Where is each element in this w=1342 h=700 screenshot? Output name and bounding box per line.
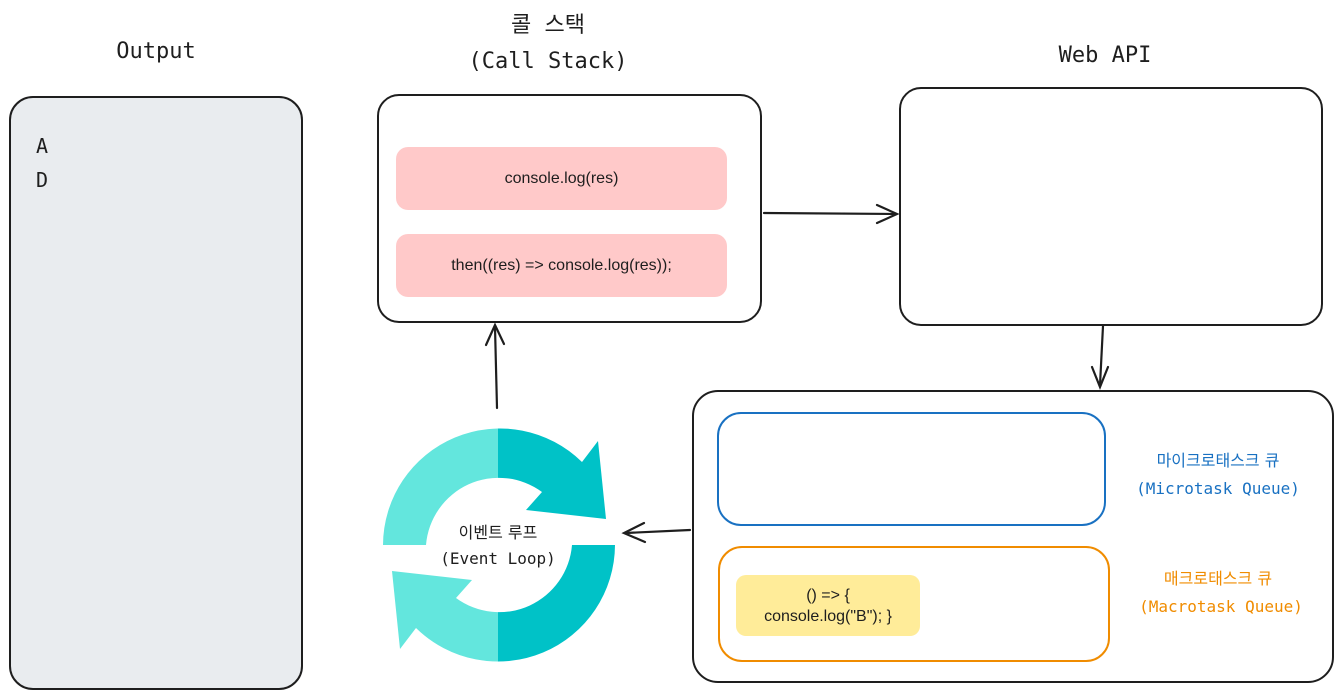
web-api-panel [899,87,1323,326]
macrotask-item-line: () => { [806,586,850,604]
call-stack-title-ko: 콜 스택 [511,13,585,38]
macrotask-item: () => { console.log("B"); } [736,575,920,636]
stack-frame: then((res) => console.log(res)); [396,234,727,297]
macrotask-queue-label-en: (Macrotask Queue) [1139,597,1303,616]
loop-arrow-lower [392,545,615,662]
macrotask-queue-box [718,546,1110,662]
event-loop-label-en: (Event Loop) [440,549,556,568]
stack-frame: console.log(res) [396,147,727,210]
output-line: A [36,134,49,158]
microtask-queue-label-ko: 마이크로태스크 큐 [1156,451,1280,470]
event-loop-icon [383,428,615,662]
arrow-stack-to-webapi [762,203,900,225]
microtask-queue-box [717,412,1106,526]
web-api-title: Web API [1058,43,1152,68]
microtask-queue-label-en: (Microtask Queue) [1136,479,1300,498]
event-loop-label-ko: 이벤트 루프 [458,523,538,542]
loop-arrow-upper [383,428,606,545]
arrow-webapi-to-queues [1090,324,1110,390]
output-panel [9,96,303,690]
call-stack-title-en: (Call Stack) [468,49,628,74]
arrow-eventloop-to-stack [484,322,506,410]
macrotask-item-line: console.log("B"); } [764,607,892,625]
macrotask-queue-label-ko: 매크로태스크 큐 [1163,569,1273,588]
output-line: D [36,168,49,192]
output-title: Output [116,39,196,64]
arrow-queues-to-eventloop [621,521,692,544]
